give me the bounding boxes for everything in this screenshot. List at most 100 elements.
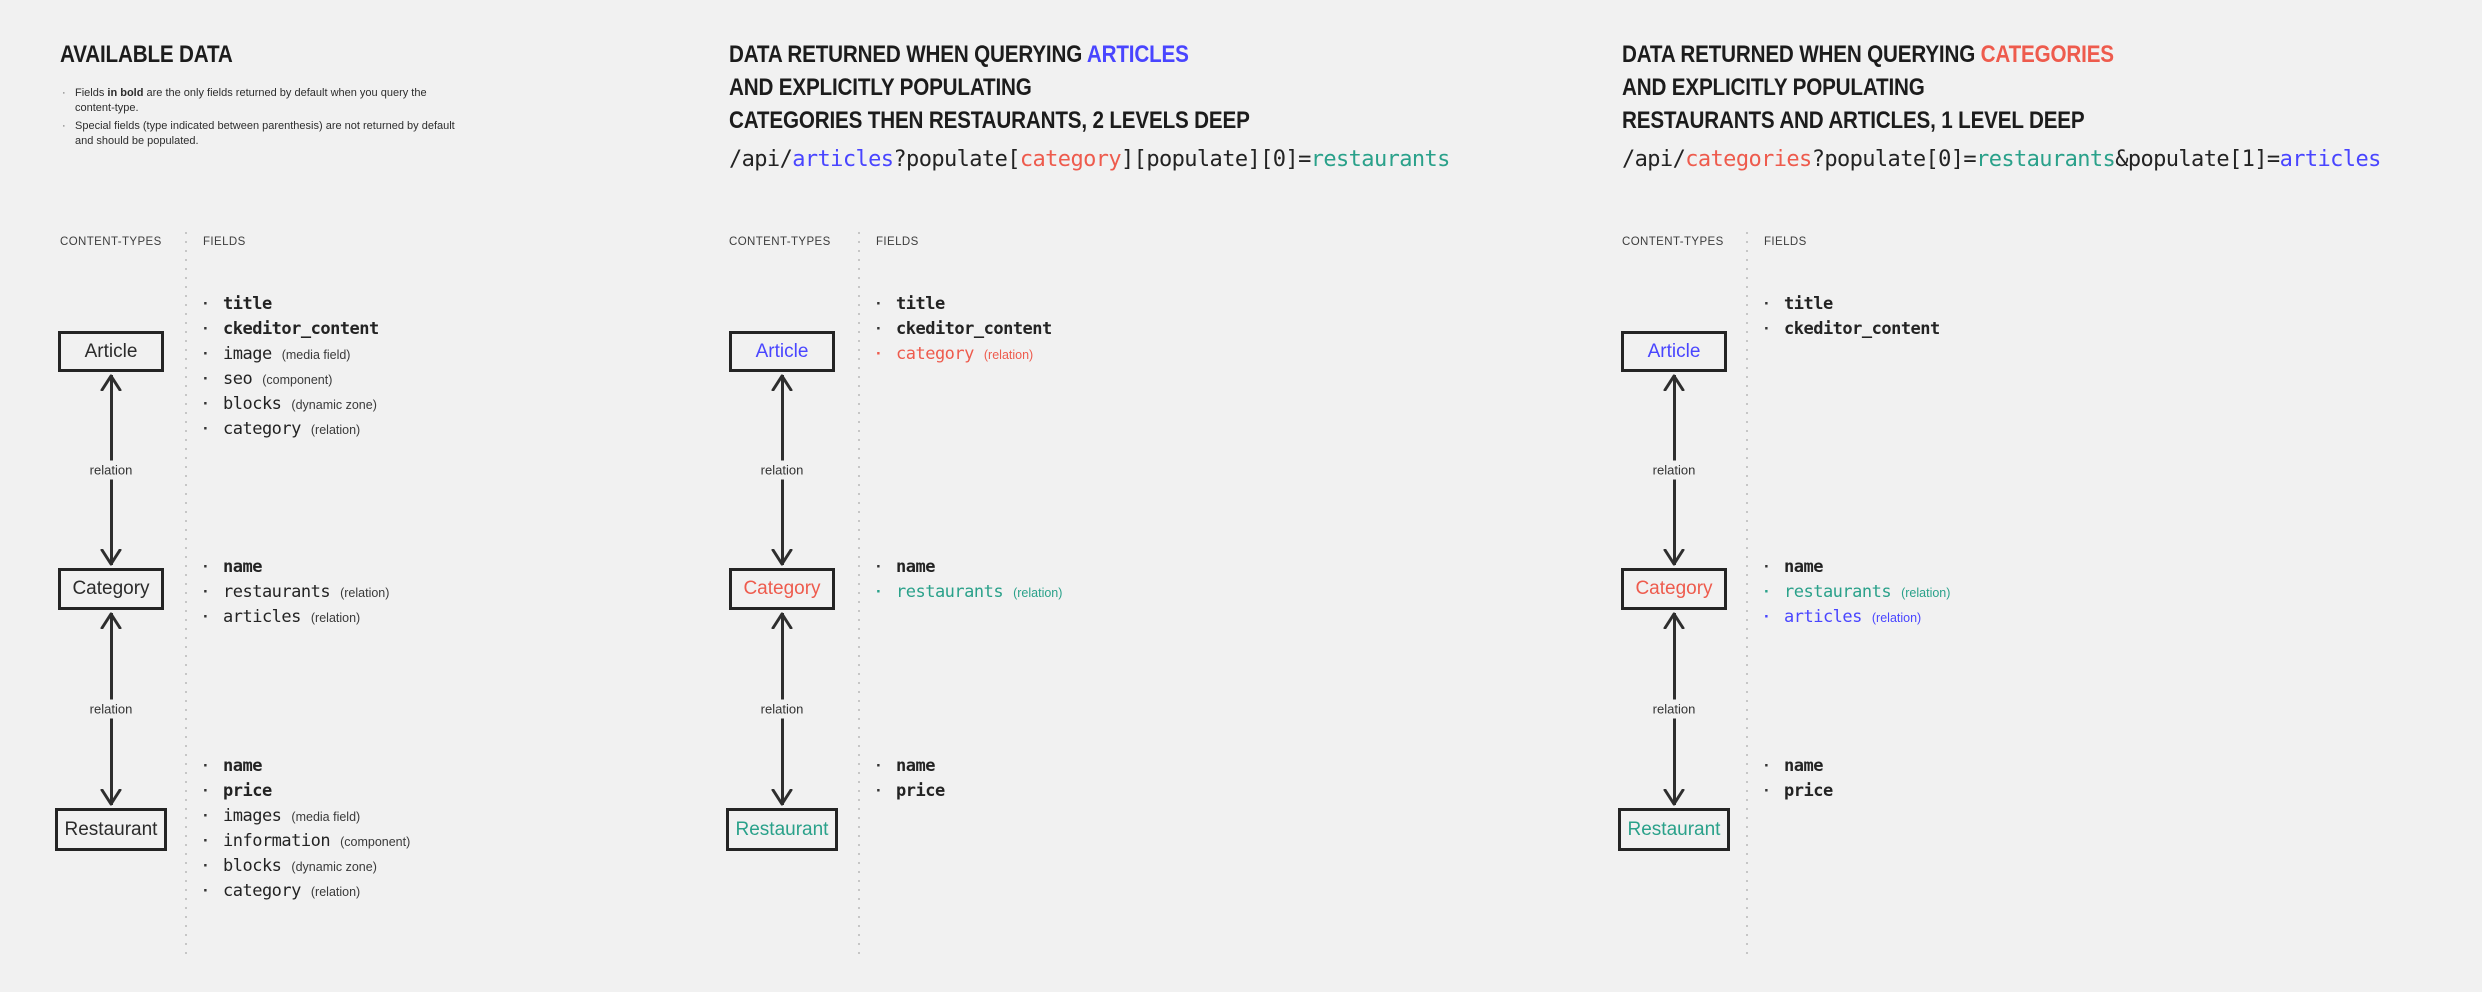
arrow-down-icon	[100, 789, 122, 806]
arrow-down-icon	[1663, 549, 1685, 566]
content-types-column-label: CONTENT-TYPES	[729, 236, 831, 248]
field-type: (relation)	[310, 423, 361, 437]
heading-text: RESTAURANTS AND ARTICLES, 1 LEVEL DEEP	[1622, 107, 2085, 134]
content-type-box-category: Category	[58, 568, 164, 610]
bullet-icon: ·	[62, 120, 66, 132]
bullet-icon: ·	[203, 557, 209, 576]
code-segment: ?populate[0]=	[1811, 147, 1977, 172]
api-query-code: /api/categories?populate[0]=restaurants&…	[1622, 146, 2381, 173]
field-type: (relation)	[983, 348, 1034, 362]
field-name: seo	[223, 369, 253, 389]
relation-label: relation	[1646, 460, 1702, 480]
content-type-box-article: Article	[58, 331, 164, 372]
bullet-icon: ·	[876, 319, 882, 338]
bullet-icon: ·	[1764, 582, 1770, 601]
bullet-icon: ·	[203, 856, 209, 875]
bullet-icon: ·	[1764, 781, 1770, 800]
heading-text: AND EXPLICITLY POPULATING	[729, 74, 1032, 101]
field-type: (dynamic zone)	[291, 860, 377, 874]
code-segment: articles	[792, 147, 894, 172]
heading-text: AND EXPLICITLY POPULATING	[1622, 74, 1925, 101]
field-type: (relation)	[310, 885, 361, 899]
content-types-column-label: CONTENT-TYPES	[60, 236, 162, 248]
note-part: are the only fields returned by default …	[75, 87, 427, 114]
note-part: Special fields (type indicated between p…	[75, 120, 455, 147]
bullet-icon: ·	[876, 294, 882, 313]
bullet-icon: ·	[203, 582, 209, 601]
field-item: ·ckeditor_content	[876, 316, 1052, 341]
category-fields-list: ·name·restaurants(relation)·articles(rel…	[203, 554, 389, 629]
field-item: ·name	[203, 753, 410, 778]
field-item: ·information(component)	[203, 828, 410, 853]
content-type-box-restaurant: Restaurant	[55, 808, 167, 851]
relation-connector: relation	[83, 373, 139, 567]
content-types-column-label: CONTENT-TYPES	[1622, 236, 1724, 248]
note-part: Fields	[75, 87, 108, 99]
bullet-icon: ·	[876, 781, 882, 800]
note-item: ·Fields in bold are the only fields retu…	[62, 86, 460, 116]
field-name: price	[896, 781, 945, 801]
field-name: name	[1784, 557, 1823, 577]
arrow-up-icon	[1663, 374, 1685, 391]
fields-column-label: FIELDS	[1764, 236, 1807, 248]
dotted-divider	[185, 232, 187, 960]
relation-connector: relation	[83, 611, 139, 807]
field-item: ·blocks(dynamic zone)	[203, 391, 379, 416]
restaurant-fields-list: ·name·price	[1764, 753, 1833, 803]
field-name: name	[896, 756, 935, 776]
bullet-icon: ·	[203, 607, 209, 626]
relation-label: relation	[754, 460, 810, 480]
bullet-icon: ·	[1764, 756, 1770, 775]
field-name: blocks	[223, 856, 282, 876]
relation-label: relation	[1646, 699, 1702, 719]
code-segment: &populate[1]=	[2115, 147, 2280, 172]
field-name: name	[1784, 756, 1823, 776]
field-item: ·restaurants(relation)	[876, 579, 1062, 604]
dotted-divider	[858, 232, 860, 960]
bullet-icon: ·	[203, 369, 209, 388]
heading-line: CATEGORIES THEN RESTAURANTS, 2 LEVELS DE…	[729, 104, 1250, 137]
field-item: · images (media field)	[203, 803, 410, 828]
code-segment: ?populate[	[893, 147, 1020, 172]
relation-label: relation	[83, 460, 139, 480]
field-type: (relation)	[310, 611, 361, 625]
heading-line: AVAILABLE DATA	[60, 38, 233, 71]
heading-line: DATA RETURNED WHEN QUERYING ARTICLES	[729, 38, 1250, 71]
field-name: ckeditor_content	[1784, 319, 1940, 339]
relation-connector: relation	[754, 611, 810, 807]
field-item: ·articles(relation)	[203, 604, 389, 629]
field-item: ·title	[203, 291, 379, 316]
field-item: ·name	[876, 753, 945, 778]
arrow-up-icon	[1663, 612, 1685, 629]
content-type-box-article: Article	[729, 331, 835, 372]
dotted-divider	[1746, 232, 1748, 960]
heading-text: AVAILABLE DATA	[60, 41, 233, 68]
bullet-icon: ·	[203, 806, 209, 825]
bullet-icon: ·	[203, 319, 209, 338]
arrow-down-icon	[771, 789, 793, 806]
field-name: information	[223, 831, 331, 851]
field-name: images	[223, 806, 282, 826]
field-name: title	[896, 294, 945, 314]
code-segment: /api/	[729, 147, 793, 172]
heading-line: AND EXPLICITLY POPULATING	[729, 71, 1250, 104]
bullet-icon: ·	[203, 781, 209, 800]
bullet-icon: ·	[1764, 557, 1770, 576]
field-type: (media field)	[291, 810, 361, 824]
code-segment: restaurants	[1976, 147, 2116, 172]
field-type: (media field)	[281, 348, 351, 362]
field-name: restaurants	[1784, 582, 1892, 602]
field-type: (dynamic zone)	[291, 398, 377, 412]
bullet-icon: ·	[203, 756, 209, 775]
arrow-down-icon	[100, 549, 122, 566]
panel-title: AVAILABLE DATA	[60, 38, 233, 71]
api-query-code: /api/articles?populate[category][populat…	[729, 146, 1450, 173]
field-name: name	[896, 557, 935, 577]
content-type-box-category: Category	[729, 568, 835, 610]
code-segment: restaurants	[1310, 147, 1451, 172]
fields-column-label: FIELDS	[876, 236, 919, 248]
field-name: title	[223, 294, 272, 314]
field-item: ·title	[1764, 291, 1940, 316]
relation-label: relation	[83, 699, 139, 719]
